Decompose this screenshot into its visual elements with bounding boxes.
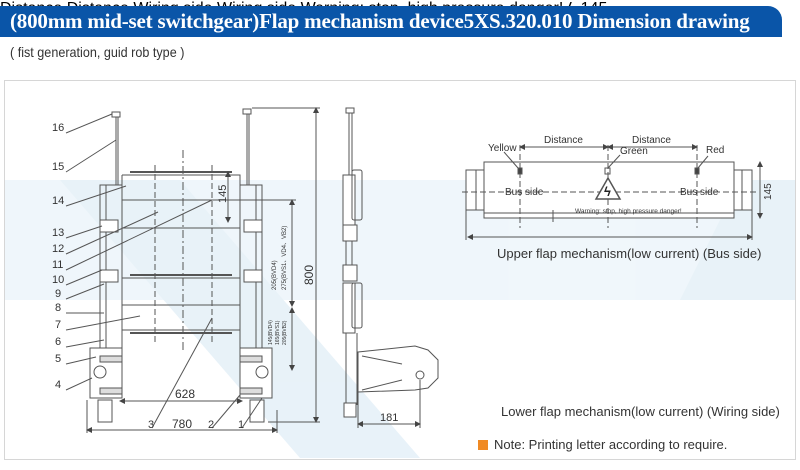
note-marker-icon [478, 440, 488, 450]
page-title: (800mm mid-set switchgear)Flap mechanism… [10, 9, 750, 33]
note: Note: Printing letter according to requi… [478, 437, 727, 452]
front-view [65, 107, 320, 433]
dim-upper-stroke: 205(BVD4) [272, 260, 278, 290]
marker-red-label: Red [706, 145, 724, 156]
upper-flap-drawing [462, 144, 763, 240]
upper-flap-labels: Distance Distance Yellow Green Red Bus s… [488, 135, 774, 215]
dim-628: 628 [175, 387, 195, 401]
high-voltage-icon: ϟ [604, 184, 611, 199]
note-text: Note: Printing letter according to requi… [494, 437, 728, 452]
part-label-5: 5 [55, 353, 61, 365]
part-label-4: 4 [55, 379, 61, 391]
part-label-7: 7 [55, 319, 61, 331]
part-label-13: 13 [52, 227, 64, 239]
side-label: Bus side [680, 187, 719, 198]
part-label-9: 9 [55, 288, 61, 300]
part-labels: 16 15 14 13 12 11 10 9 8 7 6 5 4 3 2 1 6… [52, 122, 316, 431]
dim-upper-stroke-alt: 275(BVS1、VD4、VB2) [282, 226, 288, 290]
dim-lower-stroke-2: 165(BVS1) [275, 320, 281, 345]
marker-yellow-label: Yellow [488, 143, 517, 154]
upper-flap-caption: Upper flap mechanism(low current) (Bus s… [497, 246, 762, 261]
distance-label: Distance [544, 135, 583, 146]
dim-800: 800 [302, 265, 316, 285]
part-label-3: 3 [148, 419, 154, 431]
side-label: Bus side [505, 187, 544, 198]
part-label-15: 15 [52, 161, 64, 173]
dim-145-flap: 145 [217, 185, 229, 203]
part-label-1: 1 [238, 419, 244, 431]
lower-flap-caption: Lower flap mechanism(low current) (Wirin… [501, 404, 780, 419]
dim-lower-stroke-1: 145(BVD4) [268, 320, 274, 345]
part-label-6: 6 [55, 336, 61, 348]
subtitle: ( fist generation, guid rob type ) [10, 44, 185, 60]
part-label-12: 12 [52, 243, 64, 255]
part-label-11: 11 [52, 259, 63, 271]
title-banner: (800mm mid-set switchgear)Flap mechanism… [0, 6, 782, 37]
part-label-14: 14 [52, 195, 64, 207]
part-label-8: 8 [55, 302, 61, 314]
distance-label: Distance [632, 135, 671, 146]
side-view [342, 107, 439, 428]
warning-text: Warning: stop, high pressure danger! [575, 208, 682, 215]
dim-145: 145 [763, 183, 774, 200]
marker-green-label: Green [620, 146, 648, 157]
dim-lower-stroke-3: 205(BVB2) [282, 320, 288, 345]
part-label-16: 16 [52, 122, 64, 134]
dim-181: 181 [380, 412, 398, 424]
part-label-2: 2 [208, 419, 214, 431]
part-label-10: 10 [52, 274, 64, 286]
dim-780: 780 [172, 417, 192, 431]
